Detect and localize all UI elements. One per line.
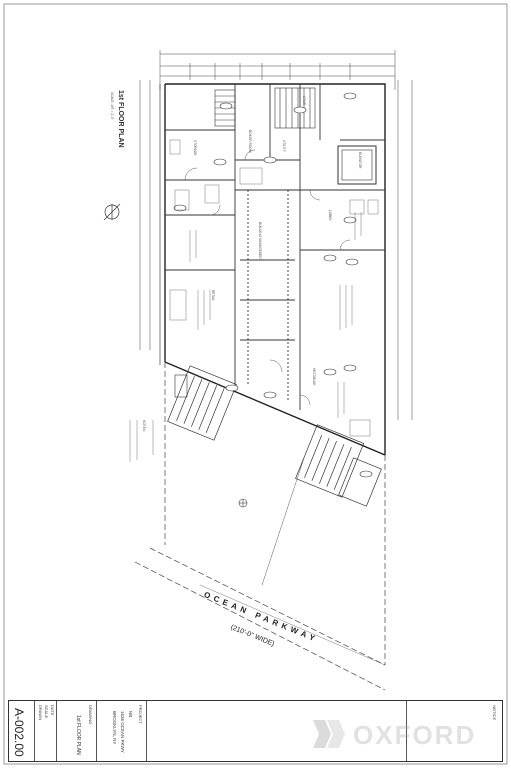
curb-line: [199, 584, 386, 666]
room-label-vestibule: VESTIBULE: [312, 368, 316, 386]
room-label-storage: STORAGE: [193, 140, 197, 156]
plaza-marker: [238, 498, 248, 508]
door-swings: [184, 149, 351, 406]
room-label-boiler-room: BOILER ROOM: [248, 130, 252, 153]
drawing-title-block-text: 1st FLOOR PLAN: [75, 715, 81, 755]
room-label-elevator: ELEVATOR: [358, 152, 362, 169]
project-city: BROOKLYN, NY: [112, 711, 117, 745]
planter-box: [338, 457, 382, 507]
drawn-label: DRAWN: [38, 705, 43, 720]
fixtures: [169, 139, 379, 437]
room-label-building-management: BUILDING MANAGEMENT: [258, 222, 262, 261]
title-block-blank-cell: [147, 701, 407, 761]
dimension-lines: [139, 50, 413, 420]
project-label: PROJECT: [138, 705, 143, 724]
annotation-lines: [129, 212, 362, 462]
room-label-retail-left: RETAIL: [211, 290, 215, 301]
drawing-title: 1st FLOOR PLAN: [117, 90, 124, 148]
watermark-logo: OXFORD: [313, 720, 476, 750]
sheet-number-box: A-002.00: [10, 706, 30, 757]
project-name: NB: [128, 711, 133, 718]
sheet-number: A-002.00: [12, 708, 26, 757]
title-block-drawing-cell: DRAWING 1st FLOOR PLAN: [57, 701, 97, 761]
scale-label: SCALE: [44, 705, 49, 719]
lot-lines: [134, 362, 386, 691]
grid-markers: [173, 92, 373, 478]
stair-cores: [214, 87, 377, 185]
entrance-stair-left: [167, 365, 237, 441]
room-label-utility: UTILITY: [282, 140, 286, 152]
drawing-scale: SCALE: 1/8" = 1'-0": [110, 92, 114, 120]
title-block: SCALE DRAWN DATE DRAWING 1st FLOOR PLAN …: [8, 700, 503, 762]
title-block-project-cell: PROJECT NB 1636 OCEAN PKWY BROOKLYN, NY: [97, 701, 147, 761]
entrance-stair-right: [295, 424, 365, 498]
room-label-lobby: LOBBY: [328, 210, 332, 221]
date-label: DATE: [50, 705, 55, 716]
title-block-scale-cell: SCALE DRAWN DATE: [35, 701, 57, 761]
north-arrow-icon: [103, 203, 121, 221]
building-outline: [159, 83, 386, 456]
title-block-sheet-cell: [9, 701, 35, 761]
interior-walls: [165, 84, 385, 410]
watermark-text: OXFORD: [353, 720, 476, 750]
notes-header: NOTES:: [142, 420, 146, 432]
planter-box: [174, 374, 188, 398]
room-label-stair: STAIR: [302, 96, 306, 106]
drawing-label: DRAWING: [88, 705, 93, 725]
sheet-border: [3, 3, 508, 765]
setback-line: [261, 454, 306, 586]
project-address: 1636 OCEAN PKWY: [120, 711, 125, 753]
